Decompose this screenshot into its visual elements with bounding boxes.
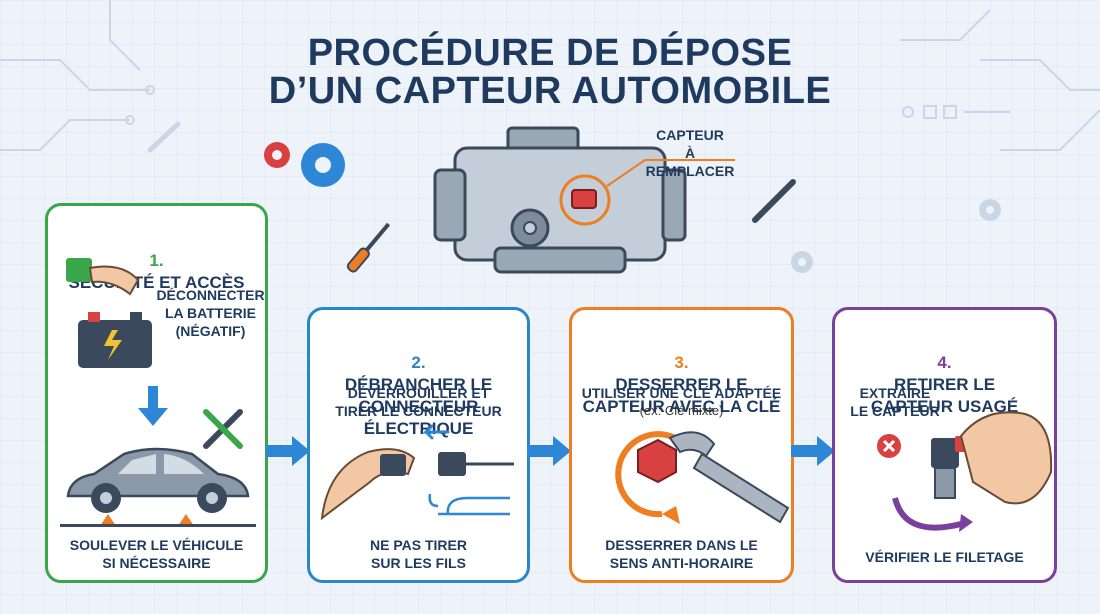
car-on-jack-illustration: [60, 447, 256, 527]
sensor-removal-illustration: [877, 411, 1053, 532]
step-4-instruction-top: EXTRAIRE LE CAPTEUR: [850, 385, 940, 419]
step-1-number: 1.: [149, 251, 164, 270]
step-2-instruction-top: DÉVERROUILLER ET TIRER LE CONNECTEUR: [335, 385, 502, 419]
step-3-instruction-top: UTILISER UNE CLÉ ADAPTÉE: [581, 385, 782, 401]
flow-arrow-3-4: [791, 436, 835, 466]
step-3-number: 3.: [674, 353, 689, 372]
wrench-icon-gray: [752, 179, 796, 223]
connector-unplug-illustration: [320, 424, 514, 521]
step-3-instruction-bottom: DESSERRER DANS LE SENS ANTI-HORAIRE: [605, 537, 758, 571]
screwdriver-icon: [346, 222, 391, 273]
step-4-title-text: RETIRER LE CAPTEUR USAGÉ: [870, 375, 1019, 416]
sensor-callout-label: CAPTEUR À REMPLACER: [645, 127, 735, 179]
sensor-icon: [571, 189, 597, 209]
step-3-title: 3. DESSERRER LE CAPTEUR AVEC LA CLÉ: [572, 330, 791, 418]
gear-icon-blue: [301, 143, 345, 187]
step-1-instruction-top: DÉCONNECTER LA BATTERIE (NÉGATIF): [156, 287, 265, 339]
page-title-line1: PROCÉDURE DE DÉPOSE: [307, 32, 793, 74]
step-2-number: 2.: [411, 353, 426, 372]
step-2-instruction-bottom: NE PAS TIRER SUR LES FILS: [370, 537, 467, 571]
step-1-instruction-bottom: SOULEVER LE VÉHICULE SI NÉCESSAIRE: [69, 537, 244, 571]
step-card-4: 4. RETIRER LE CAPTEUR USAGÉ EXTRAIRE LE …: [832, 307, 1057, 583]
wrench-loosening-illustration: [615, 431, 790, 524]
step-4-instruction-bottom: VÉRIFIER LE FILETAGE: [865, 549, 1024, 565]
page-title-line2: D’UN CAPTEUR AUTOMOBILE: [268, 70, 832, 112]
battery-illustration: [66, 258, 152, 368]
tools-crossed-icon: [203, 409, 243, 449]
gear-icon-red: [264, 142, 290, 168]
sensor-highlight: [559, 174, 611, 226]
step-3-title-text: DESSERRER LE CAPTEUR AVEC LA CLÉ: [582, 375, 781, 416]
step-card-3: 3. DESSERRER LE CAPTEUR AVEC LA CLÉ UTIL…: [569, 307, 794, 583]
flow-arrow-2-3: [527, 436, 571, 466]
down-arrow-icon: [138, 386, 168, 426]
step-4-number: 4.: [937, 353, 952, 372]
error-x-icon: [877, 434, 901, 458]
step-3-instruction-note: (ex: Clé mixte): [639, 403, 724, 418]
engine-illustration: [264, 126, 796, 274]
step-card-2: 2. DÉBRANCHER LE CONNECTEUR ÉLECTRIQUE D…: [307, 307, 530, 583]
flow-arrow-1-2: [266, 436, 310, 466]
step-card-1: 1. SÉCURITÉ ET ACCÈS DÉCONNECTER LA BATT…: [45, 203, 268, 583]
step-4-title: 4. RETIRER LE CAPTEUR USAGÉ: [835, 330, 1054, 418]
